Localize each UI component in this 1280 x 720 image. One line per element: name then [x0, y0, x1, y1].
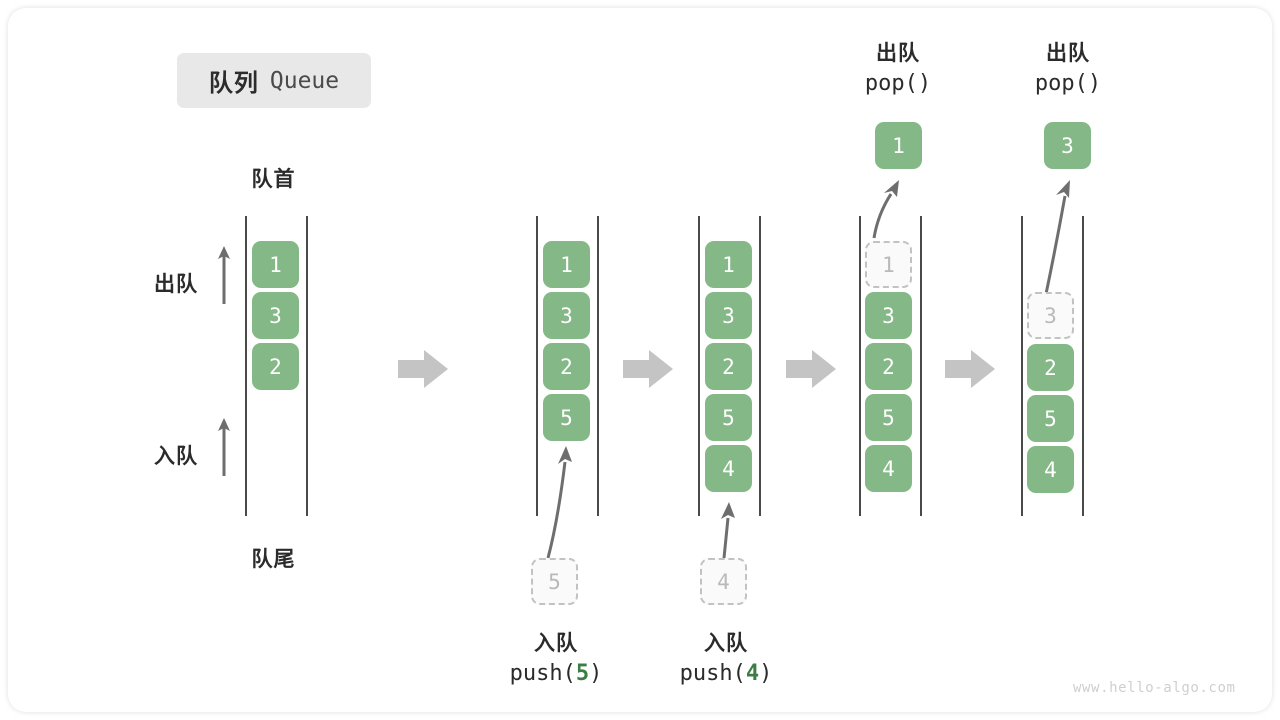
dequeue-direction-label: 出队: [154, 272, 198, 296]
queue-cell: 2: [705, 343, 752, 390]
queue-cell-new: 5: [543, 394, 590, 441]
pop-caption-chinese: 出队: [876, 41, 920, 65]
push-caption-chinese: 入队: [704, 631, 748, 655]
queue-rail-left: [859, 216, 861, 516]
queue-rail-left: [536, 216, 538, 516]
queue-cell: 1: [705, 241, 752, 288]
enqueue-direction-label: 入队: [154, 444, 198, 468]
popped-cell: 1: [875, 122, 922, 169]
code-suffix: ): [917, 71, 932, 97]
code-value: 4: [745, 661, 760, 687]
queue-cells: 2 5 4: [1027, 344, 1074, 493]
step-arrow-icon: [398, 350, 448, 388]
push-arrow-icon: [546, 446, 572, 559]
queue-cell: 4: [865, 445, 912, 492]
queue-cells: 3 2 5 4: [865, 292, 912, 492]
queue-rail-right: [920, 216, 922, 516]
code-prefix: push(: [509, 661, 576, 687]
queue-cell: 5: [1027, 395, 1074, 442]
queue-cell: 2: [252, 343, 299, 390]
pop-ghost-cell: 3: [1027, 292, 1074, 339]
push-ghost-cell: 4: [700, 558, 747, 605]
queue-cell: 3: [543, 292, 590, 339]
queue-rail-left: [245, 216, 247, 516]
queue-cell: 5: [705, 394, 752, 441]
queue-rail-right: [597, 216, 599, 516]
queue-rail-right: [306, 216, 308, 516]
queue-rail-left: [1021, 216, 1023, 516]
step-arrow-icon: [945, 350, 995, 388]
queue-cell: 2: [543, 343, 590, 390]
queue-cells: 1 3 2 5 4: [705, 241, 752, 492]
push-caption-code: push(4): [646, 658, 806, 690]
title-english: Queue: [269, 67, 340, 94]
pop-arrow-icon: [1044, 180, 1070, 295]
pop-arrow-icon: [872, 180, 899, 239]
queue-cell: 3: [252, 292, 299, 339]
diagram-canvas: 队列 Queue 队首 队尾 出队 入队 1 3 2 1 3 2 5: [8, 8, 1272, 712]
queue-tail-label: 队尾: [251, 547, 296, 571]
push-caption-chinese: 入队: [534, 631, 578, 655]
queue-rail-right: [759, 216, 761, 516]
queue-rail-right: [1082, 216, 1084, 516]
push-arrow-icon: [721, 502, 735, 559]
queue-cell: 5: [865, 394, 912, 441]
title-badge: 队列 Queue: [177, 53, 371, 108]
pop-caption-chinese: 出队: [1046, 41, 1090, 65]
pop-caption-code: pop(): [988, 68, 1148, 100]
code-value: 5: [575, 661, 590, 687]
queue-cells: 1 3 2 5: [543, 241, 590, 441]
step-arrow-icon: [623, 350, 673, 388]
watermark: www.hello-algo.com: [1073, 680, 1236, 696]
code-prefix: pop(: [1034, 71, 1088, 97]
push-caption-5: 入队 push(5): [476, 628, 636, 690]
dequeue-direction-arrow-icon: [218, 246, 230, 304]
queue-rail-left: [698, 216, 700, 516]
queue-cell: 4: [1027, 446, 1074, 493]
code-suffix: ): [589, 661, 603, 687]
queue-cell-new: 4: [705, 445, 752, 492]
pop-ghost-cell: 1: [865, 241, 912, 288]
queue-head-label: 队首: [251, 167, 296, 191]
queue-cell: 3: [865, 292, 912, 339]
enqueue-direction-arrow-icon: [218, 418, 230, 476]
queue-cell: 2: [865, 343, 912, 390]
push-ghost-cell: 5: [531, 558, 578, 605]
title-chinese: 队列: [208, 69, 259, 97]
queue-cell: 1: [252, 241, 299, 288]
code-prefix: pop(: [864, 71, 918, 97]
popped-cell: 3: [1044, 122, 1091, 169]
code-suffix: ): [759, 661, 773, 687]
queue-cells: 1 3 2: [252, 241, 299, 390]
push-caption-4: 入队 push(4): [646, 628, 806, 690]
code-prefix: push(: [679, 661, 746, 687]
push-caption-code: push(5): [476, 658, 636, 690]
queue-cell: 1: [543, 241, 590, 288]
queue-cell: 2: [1027, 344, 1074, 391]
pop-caption-code: pop(): [818, 68, 978, 100]
step-arrow-icon: [786, 350, 836, 388]
code-suffix: ): [1087, 71, 1102, 97]
pop-caption-1: 出队 pop(): [818, 38, 978, 100]
pop-caption-3: 出队 pop(): [988, 38, 1148, 100]
queue-cell: 3: [705, 292, 752, 339]
